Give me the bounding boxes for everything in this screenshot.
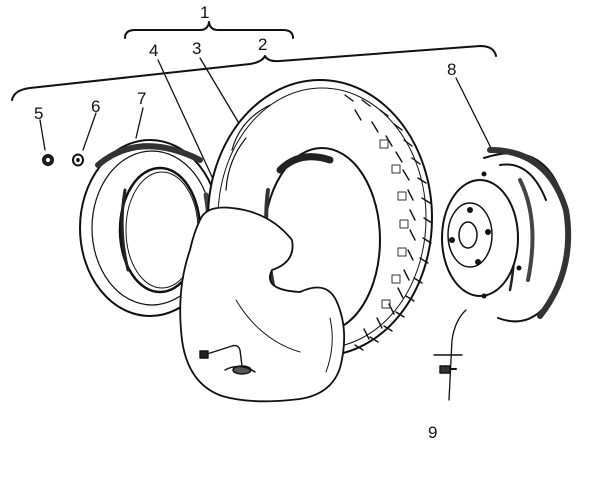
callout-8: 8: [447, 60, 456, 79]
washer-part: [72, 153, 84, 167]
callout-2: 2: [258, 35, 267, 54]
rim-tape-part: [179, 206, 346, 403]
callout-4: 4: [149, 41, 158, 60]
callout-7: 7: [137, 89, 146, 108]
callout-5: 5: [34, 104, 43, 123]
bracket-assembly-1: [124, 21, 294, 39]
rim-inner-half-part: [441, 147, 572, 323]
valve-stem-part: [199, 344, 256, 375]
bolt-part: [439, 365, 457, 374]
bracket-tire-2: [11, 45, 497, 101]
callout-3: 3: [192, 39, 201, 58]
nut-part: [42, 154, 54, 166]
callout-1: 1: [200, 3, 209, 22]
callout-9: 9: [428, 423, 437, 442]
callout-6: 6: [91, 97, 100, 116]
